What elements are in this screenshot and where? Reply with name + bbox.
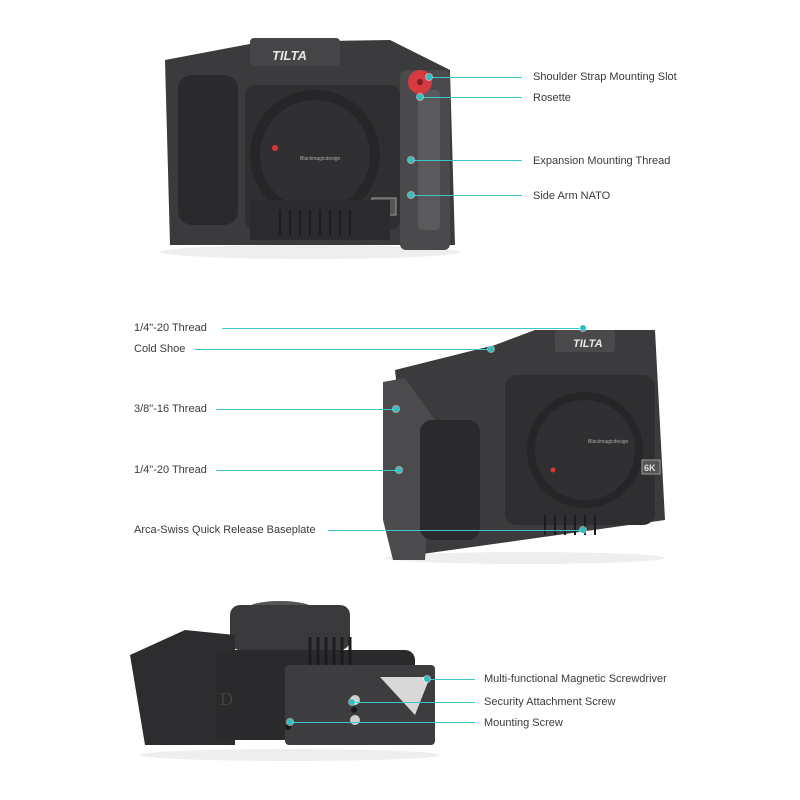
callout-dot bbox=[426, 74, 432, 80]
callout-dot bbox=[408, 157, 414, 163]
callout-dot bbox=[287, 719, 293, 725]
tilta-logo: TILTA bbox=[573, 338, 603, 350]
callout-mounting-screw: Mounting Screw bbox=[484, 717, 563, 729]
leader-line bbox=[216, 470, 397, 471]
callout-cold-shoe: Cold Shoe bbox=[134, 343, 186, 355]
blackmagic-logo: Blackmagicdesign bbox=[588, 439, 629, 445]
callout-dot bbox=[417, 94, 423, 100]
tilta-logo: TILTA bbox=[272, 48, 307, 63]
panel-bottom: D Multi-functional Magnetic Screwdriver … bbox=[0, 590, 800, 800]
callout-arca-swiss-baseplate: Arca-Swiss Quick Release Baseplate bbox=[134, 524, 316, 536]
callout-side-arm-nato: Side Arm NATO bbox=[533, 190, 611, 202]
callout-dot bbox=[396, 467, 402, 473]
callout-expansion-thread: Expansion Mounting Thread bbox=[533, 155, 671, 167]
leader-line bbox=[430, 77, 522, 78]
leader-line bbox=[291, 722, 475, 723]
callout-quarter-20-thread-top: 1/4"-20 Thread bbox=[134, 322, 207, 334]
camera-cage-image-bottom: D bbox=[130, 601, 440, 761]
camera-cage-image-front-right: TILTA Blackmagicdesign 6K bbox=[160, 38, 460, 259]
callout-security-attachment-screw: Security Attachment Screw bbox=[484, 696, 616, 708]
6k-badge: 6K bbox=[644, 463, 656, 473]
panel-front-left: TILTA Blackmagicdesign 6K 1/4"-20 Thread… bbox=[0, 290, 800, 590]
leader-line bbox=[353, 702, 475, 703]
callout-three-eighths-16-thread: 3/8"-16 Thread bbox=[134, 403, 207, 415]
leader-line bbox=[222, 328, 580, 329]
leader-line bbox=[328, 530, 582, 531]
callout-dot bbox=[580, 325, 586, 331]
svg-text:D: D bbox=[220, 689, 233, 709]
callout-dot bbox=[408, 192, 414, 198]
callout-dot bbox=[424, 676, 430, 682]
leader-line bbox=[428, 679, 475, 680]
callout-dot bbox=[393, 406, 399, 412]
leader-line bbox=[421, 97, 522, 98]
callout-shoulder-strap-slot: Shoulder Strap Mounting Slot bbox=[533, 71, 677, 83]
callout-dot bbox=[349, 699, 355, 705]
blackmagic-logo: Blackmagicdesign bbox=[300, 156, 341, 162]
callout-quarter-20-thread-side: 1/4"-20 Thread bbox=[134, 464, 207, 476]
callout-dot bbox=[488, 346, 494, 352]
callout-magnetic-screwdriver: Multi-functional Magnetic Screwdriver bbox=[484, 673, 667, 685]
callout-rosette: Rosette bbox=[533, 92, 571, 104]
callout-dot bbox=[580, 527, 586, 533]
screwdriver-tool bbox=[380, 677, 430, 715]
panel-front-right: TILTA Blackmagicdesign 6K Shoulder Strap… bbox=[0, 0, 800, 290]
camera-cage-image-front-left: TILTA Blackmagicdesign 6K bbox=[383, 330, 665, 564]
leader-line bbox=[216, 409, 394, 410]
leader-line bbox=[412, 195, 522, 196]
leader-line bbox=[195, 349, 490, 350]
leader-line bbox=[412, 160, 522, 161]
